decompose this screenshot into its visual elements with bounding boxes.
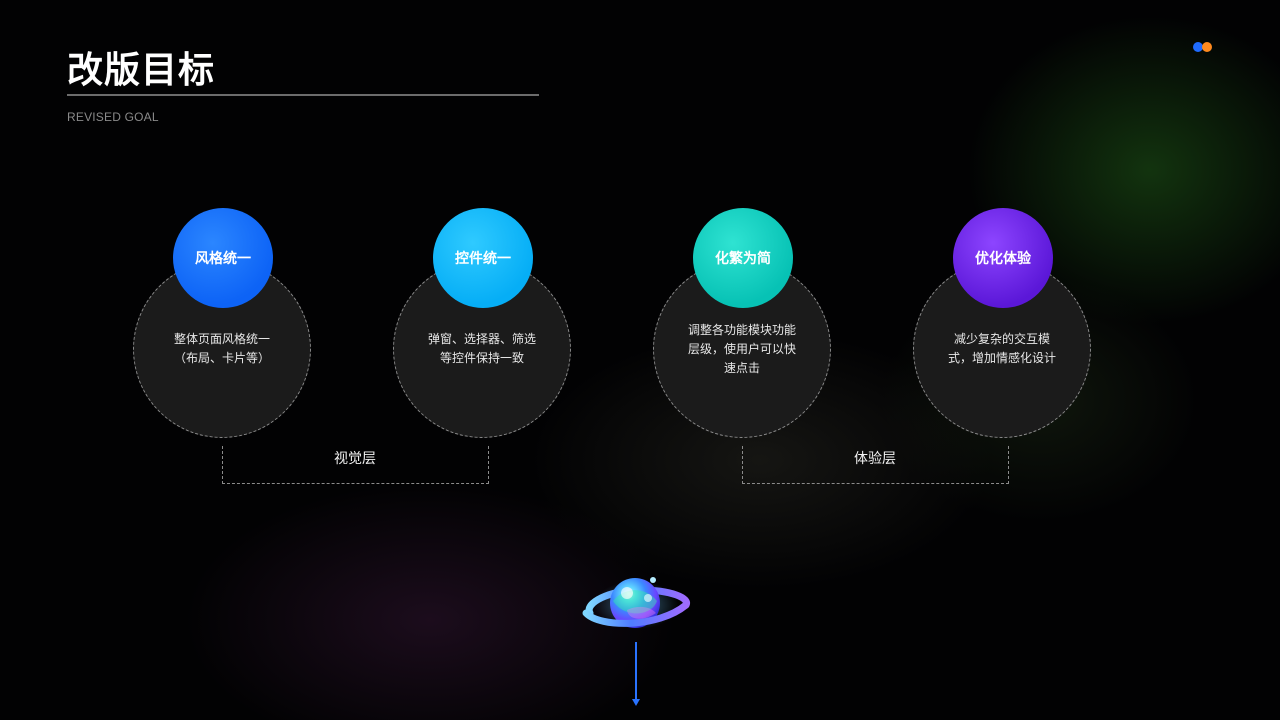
goal-title: 化繁为简 <box>715 251 771 267</box>
goal-description: 弹窗、选择器、筛选 等控件保持一致 <box>427 332 536 365</box>
goal-simplification: 调整各功能模块功能 层级，使用户可以快 速点击 化繁为简 <box>653 208 835 438</box>
visual-layer-bracket <box>222 446 489 484</box>
goal-title-circle: 风格统一 <box>173 208 273 308</box>
goal-description: 减少复杂的交互模 式，增加情感化设计 <box>947 332 1056 365</box>
arrow-down-icon <box>632 699 640 706</box>
goal-control-unification: 弹窗、选择器、筛选 等控件保持一致 控件统一 <box>393 208 575 438</box>
goal-title-circle: 控件统一 <box>433 208 533 308</box>
goal-description: 整体页面风格统一 （布局、卡片等） <box>173 332 270 365</box>
experience-layer-label: 体验层 <box>854 451 896 467</box>
goal-experience-optimization: 减少复杂的交互模 式，增加情感化设计 优化体验 <box>913 208 1095 438</box>
goal-title: 优化体验 <box>975 251 1031 267</box>
title-divider <box>67 94 539 96</box>
two-dot-logo <box>1193 42 1215 52</box>
planet-icon <box>582 570 692 636</box>
planet-illustration <box>582 577 690 629</box>
arrow-down-line <box>635 642 637 700</box>
page-title: 改版目标 <box>67 50 216 91</box>
logo-blue-dot <box>1193 42 1203 52</box>
logo-orange-dot <box>1202 42 1212 52</box>
visual-layer-label: 视觉层 <box>334 451 376 467</box>
goal-title: 风格统一 <box>195 251 251 267</box>
goal-title-circle: 化繁为简 <box>693 208 793 308</box>
goal-description-circle: 调整各功能模块功能 层级，使用户可以快 速点击 <box>653 260 831 438</box>
experience-layer-bracket <box>742 446 1009 484</box>
page-subtitle: REVISED GOAL <box>67 110 159 124</box>
goal-description: 调整各功能模块功能 层级，使用户可以快 速点击 <box>687 322 796 375</box>
goal-title: 控件统一 <box>455 251 511 267</box>
goal-style-unification: 整体页面风格统一 （布局、卡片等） 风格统一 <box>133 208 315 438</box>
goal-title-circle: 优化体验 <box>953 208 1053 308</box>
